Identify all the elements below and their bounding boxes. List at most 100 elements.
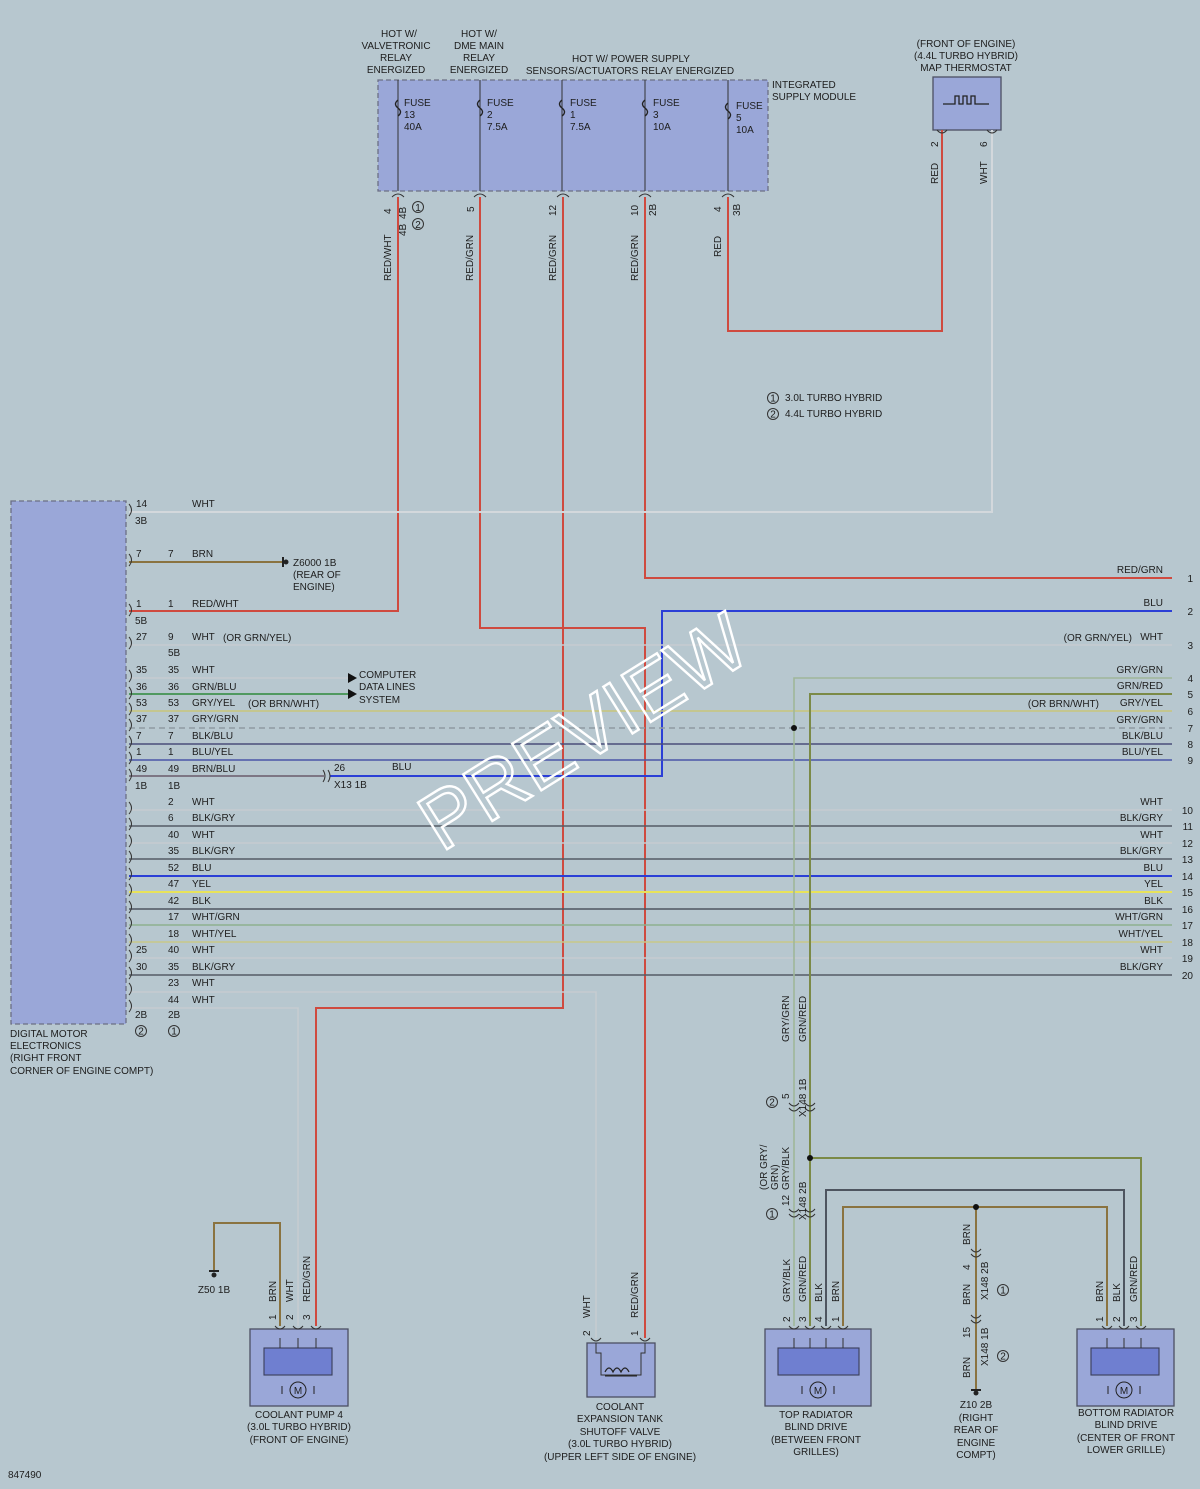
dme-wire-color: WHT <box>192 830 215 841</box>
pin-number: 3 <box>1129 1316 1140 1322</box>
wire-blk-blinds <box>825 1189 1125 1326</box>
motor-driver <box>263 1347 333 1376</box>
dme-pin-number: 40 <box>168 945 180 956</box>
legend-text: 4.4L TURBO HYBRID <box>785 409 882 420</box>
wire-label: RED/GRN <box>548 235 559 281</box>
pin-connector <box>128 702 132 716</box>
wire-gry-grn <box>793 677 1172 1326</box>
fuse-amperage: 10A <box>653 122 671 133</box>
wire-red-thermostat <box>727 130 943 332</box>
arrow-icon <box>348 673 357 683</box>
dme-pin-number: 35 <box>168 962 180 973</box>
legend-num: 2 <box>770 410 776 421</box>
right-wire-label: BLU/YEL <box>1122 747 1164 758</box>
wire-label: GRN/RED <box>798 996 809 1042</box>
data-lines-label: COMPUTER <box>359 670 416 681</box>
pin-connector <box>128 686 132 700</box>
pin-number: 4 <box>383 208 394 214</box>
hot-power-1: HOT W/ POWER SUPPLY <box>572 54 690 65</box>
svg-text:1: 1 <box>415 203 421 214</box>
ground-z10: BRN 4 X148 2B 1 BRN 15 X148 1B 2 BRN Z10… <box>954 1224 1009 1461</box>
pin-number: 1 <box>630 1330 641 1336</box>
pin-number: 2 <box>1112 1316 1123 1322</box>
dme-label-2: ELECTRONICS <box>10 1041 81 1052</box>
svg-text:2: 2 <box>1000 1352 1006 1363</box>
hot-dme-2: DME MAIN <box>454 41 504 52</box>
wire-note: GRN) <box>770 1164 781 1190</box>
variant-2-icon: 2 <box>135 1025 147 1038</box>
motor-driver <box>777 1347 860 1376</box>
dme-wire-color: YEL <box>192 879 211 890</box>
wire-note: (OR GRN/YEL) <box>223 633 291 644</box>
right-wire-label: WHT <box>1140 945 1163 956</box>
dme-pin-number: 1 <box>136 599 142 610</box>
right-line-number: 7 <box>1187 724 1193 735</box>
right-line-number: 5 <box>1187 690 1193 701</box>
computer-data-lines: COMPUTER DATA LINES SYSTEM <box>348 670 416 706</box>
dme-wire-color: BLU <box>192 863 211 874</box>
right-line-number: 17 <box>1182 921 1194 932</box>
pin-number: 26 <box>334 763 346 774</box>
ground-label: COMPT) <box>956 1450 995 1461</box>
data-lines-label: DATA LINES <box>359 682 416 693</box>
dme-wire-color: BLK <box>192 896 211 907</box>
pin-number: 10 <box>630 204 641 216</box>
pin-connector <box>128 850 132 864</box>
right-wire-label: GRY/YEL <box>1120 698 1164 709</box>
right-line-number: 4 <box>1187 674 1193 685</box>
connector-label: 4B <box>398 223 409 236</box>
wire-label: RED/GRN <box>630 1272 641 1318</box>
vertical-wire-labels: RED/WHT RED/GRN RED/GRN RED/GRN RED RED … <box>383 141 990 281</box>
fuse-number: 5 <box>736 113 742 124</box>
dme-pin-number: 53 <box>168 698 180 709</box>
fuse-number: 2 <box>487 110 493 121</box>
dme-wire-color: BLK/GRY <box>192 962 235 973</box>
dme-wire-color: GRN/BLU <box>192 682 236 693</box>
dme-wire-color: BLU/YEL <box>192 747 234 758</box>
connector-label: 5B <box>168 648 181 659</box>
pin-connector <box>128 751 132 765</box>
dme-pin-number: 30 <box>136 962 148 973</box>
variant-1-icon: 1 <box>168 1025 180 1038</box>
pin-connector <box>128 603 132 617</box>
right-wire-label: BLU <box>1144 598 1163 609</box>
right-line-number: 9 <box>1187 756 1193 767</box>
wire-note: (OR GRY/ <box>759 1144 770 1190</box>
hot-valvetronic-4: ENERGIZED <box>367 65 425 76</box>
wire-wht-thermostat <box>129 130 993 513</box>
connector-label: X148 1B <box>798 1078 809 1117</box>
hot-valvetronic-3: RELAY <box>380 53 412 64</box>
ground-label: Z10 2B <box>960 1400 993 1411</box>
dme-pin-number: 37 <box>136 714 148 725</box>
wire-label: RED <box>713 236 724 257</box>
dme-wire-color: WHT <box>192 499 215 510</box>
svg-text:M: M <box>1120 1386 1128 1397</box>
dme-module: DIGITAL MOTOR ELECTRONICS (RIGHT FRONT C… <box>10 499 240 1077</box>
ground-label: (RIGHT <box>959 1413 993 1424</box>
wire-note: (OR BRN/WHT) <box>248 699 319 710</box>
dme-pin-number: 49 <box>136 764 148 775</box>
dme-pin-number: 7 <box>168 549 174 560</box>
dme-wire-color: RED/WHT <box>192 599 239 610</box>
wire-label: BRN <box>831 1281 842 1302</box>
connector-label: 2B <box>648 203 659 216</box>
fuse-amperage: 7.5A <box>487 122 508 133</box>
top-blind-label: TOP RADIATOR <box>779 1410 853 1421</box>
ground-label: Z6000 1B <box>293 558 337 569</box>
integrated-supply-module: HOT W/ VALVETRONIC RELAY ENERGIZED HOT W… <box>361 29 856 192</box>
right-line-number: 20 <box>1182 971 1194 982</box>
wire-label: RED/GRN <box>465 235 476 281</box>
dme-wire-color: WHT <box>192 945 215 956</box>
fuse-icon <box>641 99 649 117</box>
right-wire-label: WHT <box>1140 797 1163 808</box>
motor-icon: M <box>1107 1381 1141 1399</box>
dme-annotations: 3B 5B 5B (OR GRN/YEL) (OR BRN/WHT) 1B 1B <box>135 516 319 792</box>
dme-pin-number: 1 <box>168 747 174 758</box>
supply-pin-connectors <box>391 129 998 198</box>
motor-icon: M <box>281 1381 315 1399</box>
right-wire-label: GRY/GRN <box>1117 715 1164 726</box>
top-blind-label: GRILLES) <box>793 1447 839 1458</box>
right-wire-label: WHT/YEL <box>1119 929 1164 940</box>
